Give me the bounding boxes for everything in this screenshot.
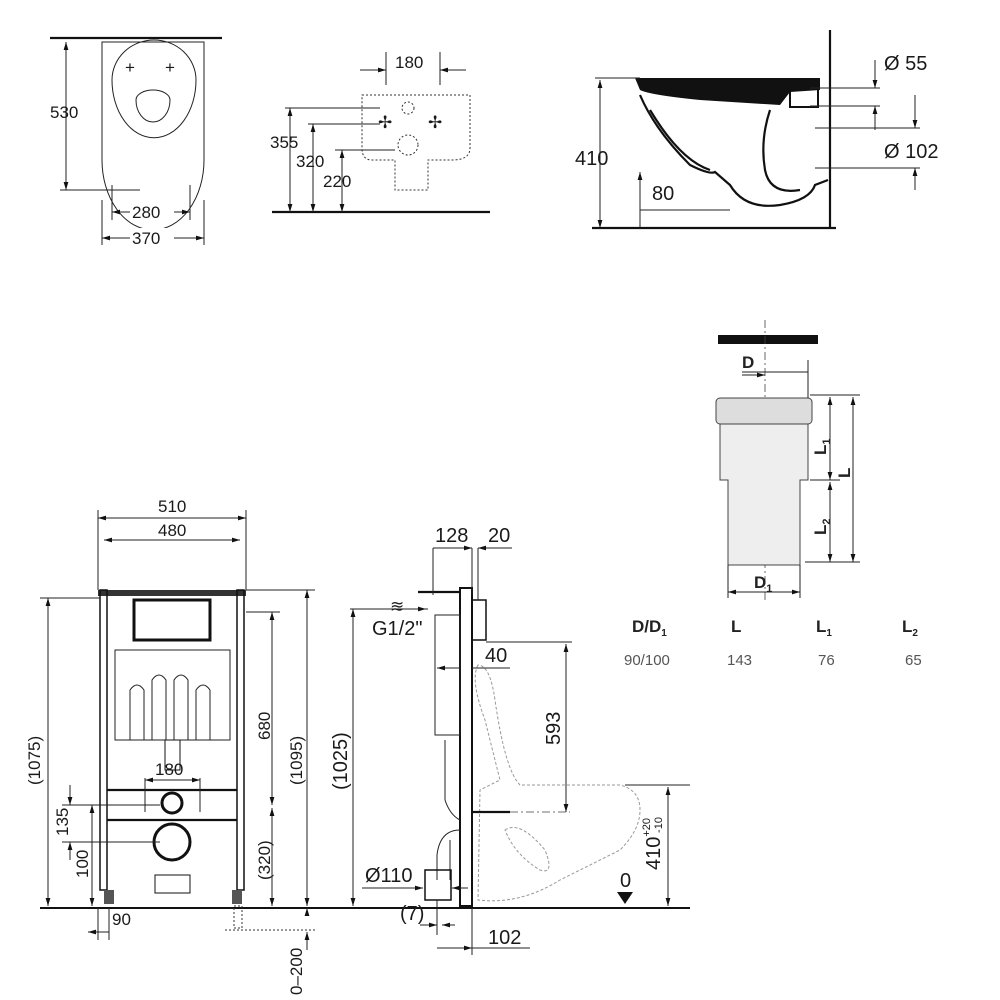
rear-height-355-label: 355 bbox=[270, 133, 298, 152]
frame-height-100-label: 100 bbox=[73, 850, 92, 878]
tolerance-plus: +20 bbox=[641, 818, 653, 837]
bowl-outer-width-label: 370 bbox=[132, 229, 160, 248]
svg-text:+: + bbox=[125, 58, 135, 77]
svg-text:L2: L2 bbox=[811, 518, 833, 535]
outlet-diameter-label: Ø 102 bbox=[884, 141, 938, 163]
bowl-top-view: + + 530 280 370 bbox=[50, 36, 222, 248]
outlet-height-label: 80 bbox=[652, 183, 674, 205]
pipe-d-label: D bbox=[742, 353, 754, 372]
svg-text:✢: ✢ bbox=[378, 113, 392, 132]
svg-text:✢: ✢ bbox=[428, 113, 442, 132]
table-header-l: L bbox=[731, 617, 741, 636]
table-value-l2: 65 bbox=[905, 652, 922, 669]
frame-height-320-label: (320) bbox=[255, 840, 274, 880]
drain-diameter-label: Ø110 bbox=[365, 865, 412, 887]
bowl-rear-view: ✢ ✢ 180 355 320 220 bbox=[270, 52, 490, 214]
frame-height-680-label: 680 bbox=[255, 712, 274, 740]
pipe-l1-label: L bbox=[811, 445, 830, 455]
bowl-height-label: 410 bbox=[575, 148, 608, 170]
side-offset-102-label: 102 bbox=[488, 927, 521, 949]
frame-height-135-label: 135 bbox=[53, 808, 72, 836]
side-offset-40-label: 40 bbox=[485, 645, 507, 667]
frame-inner-width-label: 480 bbox=[158, 521, 186, 540]
svg-text:D/D1: D/D1 bbox=[632, 617, 667, 639]
inlet-diameter-label: Ø 55 bbox=[884, 53, 927, 75]
table-value-l1: 76 bbox=[818, 652, 835, 669]
frame-bolt-spacing-label: 180 bbox=[155, 760, 183, 779]
pipe-dimension-table: D/D1 L L1 L2 90/100 143 76 65 bbox=[624, 617, 922, 669]
floor-level-label: 0 bbox=[620, 870, 631, 892]
pipe-l-label: L bbox=[835, 468, 854, 478]
side-height-593-label: 593 bbox=[543, 712, 565, 745]
water-inlet-label: G1/2" bbox=[372, 618, 422, 640]
pipe-d1-label: D bbox=[754, 573, 766, 592]
side-height-1025-label: (1025) bbox=[330, 732, 352, 790]
frame-height-1095-label: (1095) bbox=[287, 736, 306, 785]
frame-foot-90-label: 90 bbox=[112, 910, 131, 929]
bolt-spacing-label: 180 bbox=[395, 53, 423, 72]
water-inlet-icon: ≋ bbox=[390, 597, 404, 616]
pipe-l2-label: L bbox=[811, 525, 830, 535]
table-header-d-d1: D/D bbox=[632, 617, 661, 636]
bowl-inner-width-label: 280 bbox=[132, 203, 160, 222]
frame-leg-adjust-label: 0–200 bbox=[287, 948, 306, 995]
table-value-d-d1: 90/100 bbox=[624, 652, 670, 669]
bowl-side-view: 410 80 Ø 55 Ø 102 bbox=[575, 30, 938, 230]
bowl-height-410-label: 410 bbox=[643, 837, 665, 870]
rear-height-320-label: 320 bbox=[296, 152, 324, 171]
side-depth-20-label: 20 bbox=[488, 525, 510, 547]
svg-text:+: + bbox=[165, 58, 175, 77]
table-value-l: 143 bbox=[727, 652, 752, 669]
side-offset-7-label: (7) bbox=[400, 903, 424, 925]
frame-height-1075-label: (1075) bbox=[25, 736, 44, 785]
svg-text:D1: D1 bbox=[754, 573, 772, 595]
connector-pipe-drawing: D L1 L L2 D1 bbox=[715, 320, 860, 600]
svg-text:L2: L2 bbox=[902, 617, 918, 639]
table-header-l2: L bbox=[902, 617, 912, 636]
side-depth-128-label: 128 bbox=[435, 525, 468, 547]
svg-text:L1: L1 bbox=[816, 617, 832, 639]
frame-outer-width-label: 510 bbox=[158, 497, 186, 516]
bowl-depth-label: 530 bbox=[50, 103, 78, 122]
frame-side-view: 128 20 ≋ G1/2" 40 593 (1025) Ø110 (7) 10… bbox=[330, 525, 690, 955]
tolerance-minus: -10 bbox=[653, 817, 665, 833]
frame-front-view: 510 480 (1075) 135 100 180 680 (1095) (3… bbox=[25, 497, 315, 995]
rear-height-220-label: 220 bbox=[323, 172, 351, 191]
svg-text:L1: L1 bbox=[811, 438, 833, 455]
svg-text:410+20-10: 410+20-10 bbox=[641, 817, 665, 870]
floor-level-marker-icon bbox=[617, 892, 633, 904]
table-header-l1: L bbox=[816, 617, 826, 636]
